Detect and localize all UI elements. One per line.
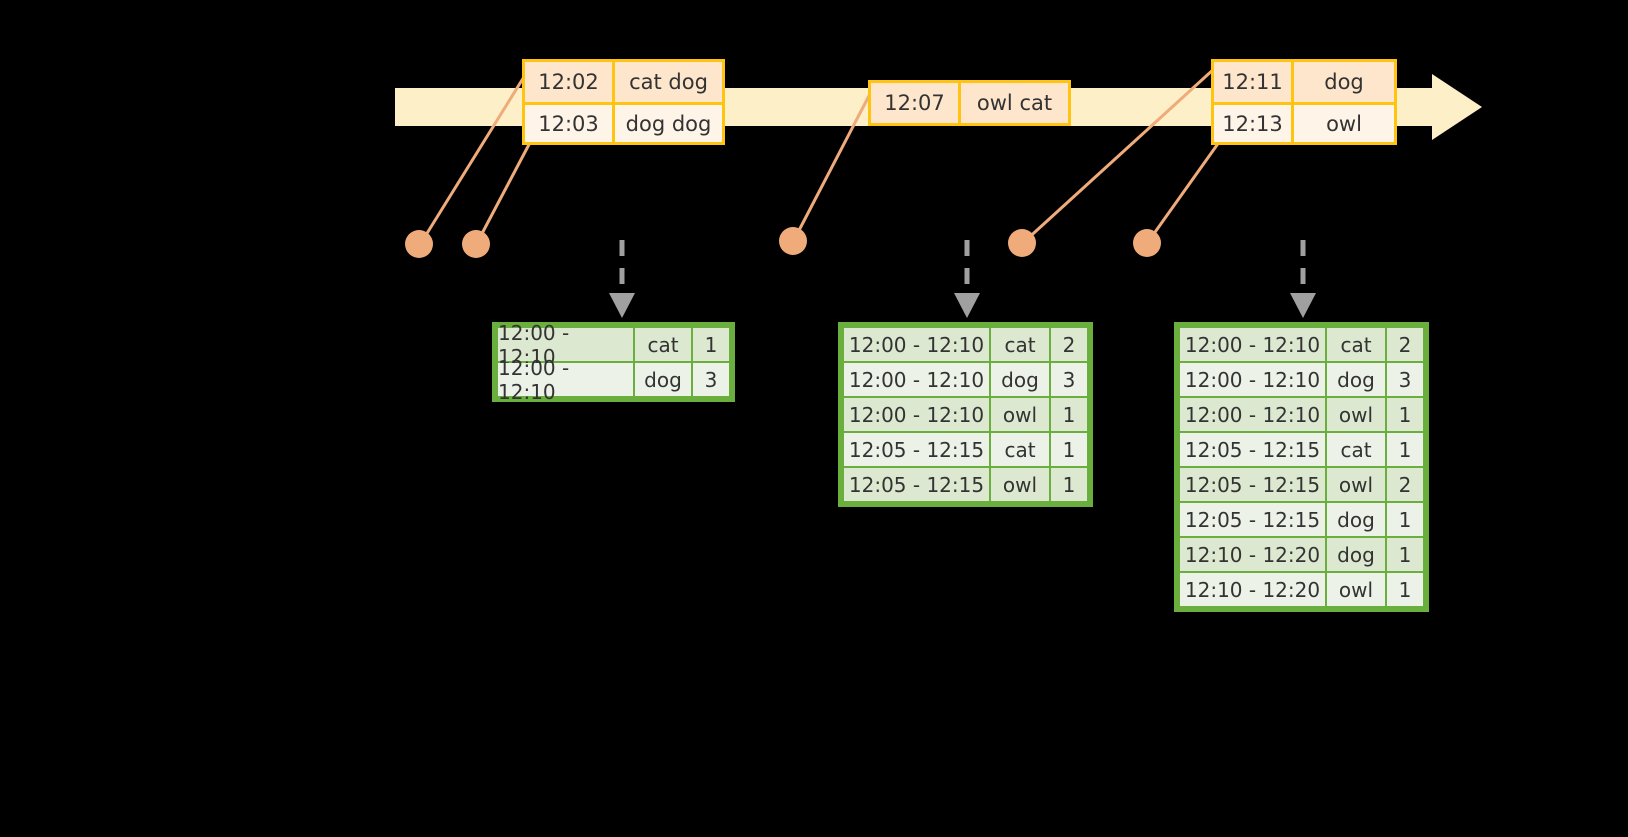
- cell-count: 1: [1387, 538, 1423, 571]
- cell-count: 1: [1387, 433, 1423, 466]
- event-row[interactable]: 12:07 owl cat: [871, 83, 1068, 123]
- event-row[interactable]: 12:03 dog dog: [525, 102, 722, 142]
- event-row[interactable]: 12:02 cat dog: [525, 62, 722, 102]
- event-time: 12:07: [871, 83, 961, 123]
- event-text: owl: [1326, 111, 1362, 136]
- cell-count: 1: [1051, 398, 1087, 431]
- event-text: dog dog: [625, 111, 712, 136]
- stream-dot-5: [1133, 229, 1161, 257]
- stream-dot-4: [1008, 229, 1036, 257]
- event-time: 12:11: [1214, 62, 1294, 102]
- events-group-1[interactable]: 12:02 cat dog 12:03 dog dog: [522, 59, 725, 145]
- cell-window: 12:00 - 12:10: [844, 398, 989, 431]
- cell-word: dog: [1327, 538, 1385, 571]
- event-time: 12:03: [525, 105, 615, 142]
- event-row[interactable]: 12:11 dog: [1214, 62, 1394, 102]
- stream-dot-2: [462, 230, 490, 258]
- cell-count: 3: [1051, 363, 1087, 396]
- cell-word: cat: [1327, 328, 1385, 361]
- cell-word: dog: [1327, 503, 1385, 536]
- cell-word: owl: [1327, 398, 1385, 431]
- stream-dot-1: [405, 230, 433, 258]
- cell-word: cat: [1327, 433, 1385, 466]
- stream-dot-3: [779, 227, 807, 255]
- cell-word: owl: [991, 398, 1049, 431]
- event-text: cat dog: [629, 70, 708, 94]
- dashed-arrow-heads: [609, 293, 1316, 318]
- event-text: owl cat: [976, 91, 1053, 115]
- cell-word: owl: [1327, 468, 1385, 501]
- cell-count: 2: [1387, 328, 1423, 361]
- cell-window: 12:00 - 12:10: [844, 363, 989, 396]
- cell-count: 1: [1387, 573, 1423, 606]
- cell-count: 1: [1051, 433, 1087, 466]
- cell-word: cat: [991, 328, 1049, 361]
- cell-word: dog: [991, 363, 1049, 396]
- cell-word: cat: [635, 328, 691, 361]
- cell-window: 12:00 - 12:10: [1180, 328, 1325, 361]
- cell-window: 12:00 - 12:10: [844, 328, 989, 361]
- event-text: dog: [1324, 70, 1364, 94]
- event-time: 12:13: [1214, 105, 1294, 142]
- events-group-2[interactable]: 12:07 owl cat: [868, 80, 1071, 126]
- cell-word: dog: [635, 363, 691, 396]
- cell-word: cat: [991, 433, 1049, 466]
- cell-count: 1: [1387, 503, 1423, 536]
- cell-word: dog: [1327, 363, 1385, 396]
- cell-count: 1: [1387, 398, 1423, 431]
- cell-window: 12:10 - 12:20: [1180, 573, 1325, 606]
- cell-count: 1: [693, 328, 729, 361]
- cell-window: 12:00 - 12:10: [498, 356, 633, 404]
- cell-word: owl: [991, 468, 1049, 501]
- event-row[interactable]: 12:13 owl: [1214, 102, 1394, 142]
- cell-count: 1: [1051, 468, 1087, 501]
- events-group-3[interactable]: 12:11 dog 12:13 owl: [1211, 59, 1397, 145]
- cell-count: 2: [1387, 468, 1423, 501]
- cell-count: 2: [1051, 328, 1087, 361]
- event-time: 12:02: [525, 62, 615, 102]
- cell-window: 12:05 - 12:15: [1180, 468, 1325, 501]
- cell-window: 12:05 - 12:15: [1180, 433, 1325, 466]
- cell-window: 12:00 - 12:10: [498, 321, 633, 369]
- cell-window: 12:05 - 12:15: [844, 433, 989, 466]
- cell-window: 12:05 - 12:15: [1180, 503, 1325, 536]
- cell-window: 12:10 - 12:20: [1180, 538, 1325, 571]
- cell-window: 12:00 - 12:10: [1180, 363, 1325, 396]
- cell-word: owl: [1327, 573, 1385, 606]
- cell-window: 12:00 - 12:10: [1180, 398, 1325, 431]
- cell-count: 3: [1387, 363, 1423, 396]
- cell-window: 12:05 - 12:15: [844, 468, 989, 501]
- cell-count: 3: [693, 363, 729, 396]
- stream-dots: [405, 227, 1161, 258]
